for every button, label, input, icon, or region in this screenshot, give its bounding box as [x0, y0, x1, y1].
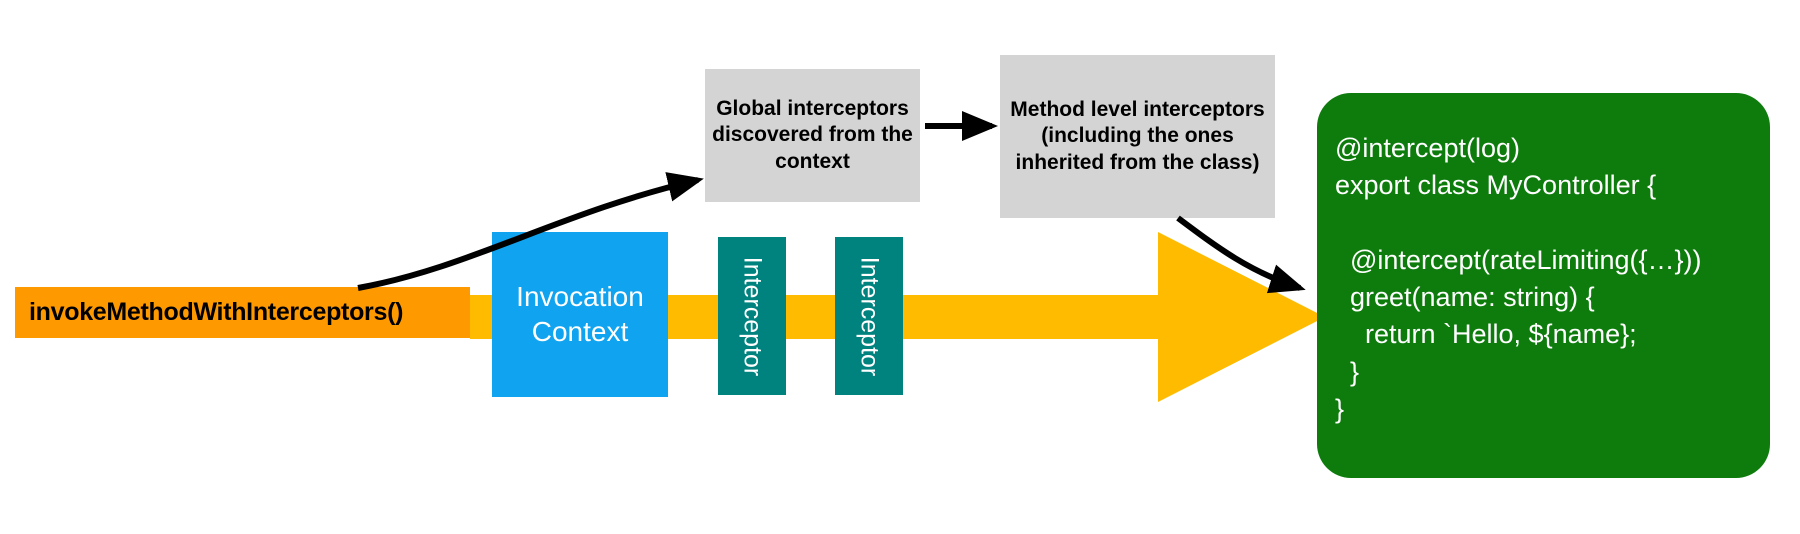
entry-method-box: invokeMethodWithInterceptors(): [15, 287, 470, 338]
invocation-context-line1: Invocation: [516, 281, 644, 313]
interceptor-label-1: Interceptor: [738, 256, 767, 376]
note-method-level-interceptors: Method level interceptors (including the…: [1000, 55, 1275, 218]
note-method-level-interceptors-label: Method level interceptors (including the…: [1010, 97, 1265, 174]
invocation-context-label: Invocation Context: [516, 280, 644, 348]
code-card-text: @intercept(log) export class MyControlle…: [1335, 133, 1702, 424]
invocation-context-box: Invocation Context: [492, 232, 668, 397]
entry-method-label: invokeMethodWithInterceptors(): [29, 298, 404, 326]
invocation-context-line2: Context: [531, 315, 629, 347]
interceptor-box-1: Interceptor: [718, 237, 786, 395]
code-card: @intercept(log) export class MyControlle…: [1317, 93, 1770, 478]
interceptor-label-2: Interceptor: [855, 256, 884, 376]
note-global-interceptors-label: Global interceptors discovered from the …: [712, 96, 913, 173]
arrow-method-note-to-code-card: [1176, 215, 1306, 294]
note-global-interceptors: Global interceptors discovered from the …: [705, 69, 920, 202]
interceptor-box-2: Interceptor: [835, 237, 903, 395]
